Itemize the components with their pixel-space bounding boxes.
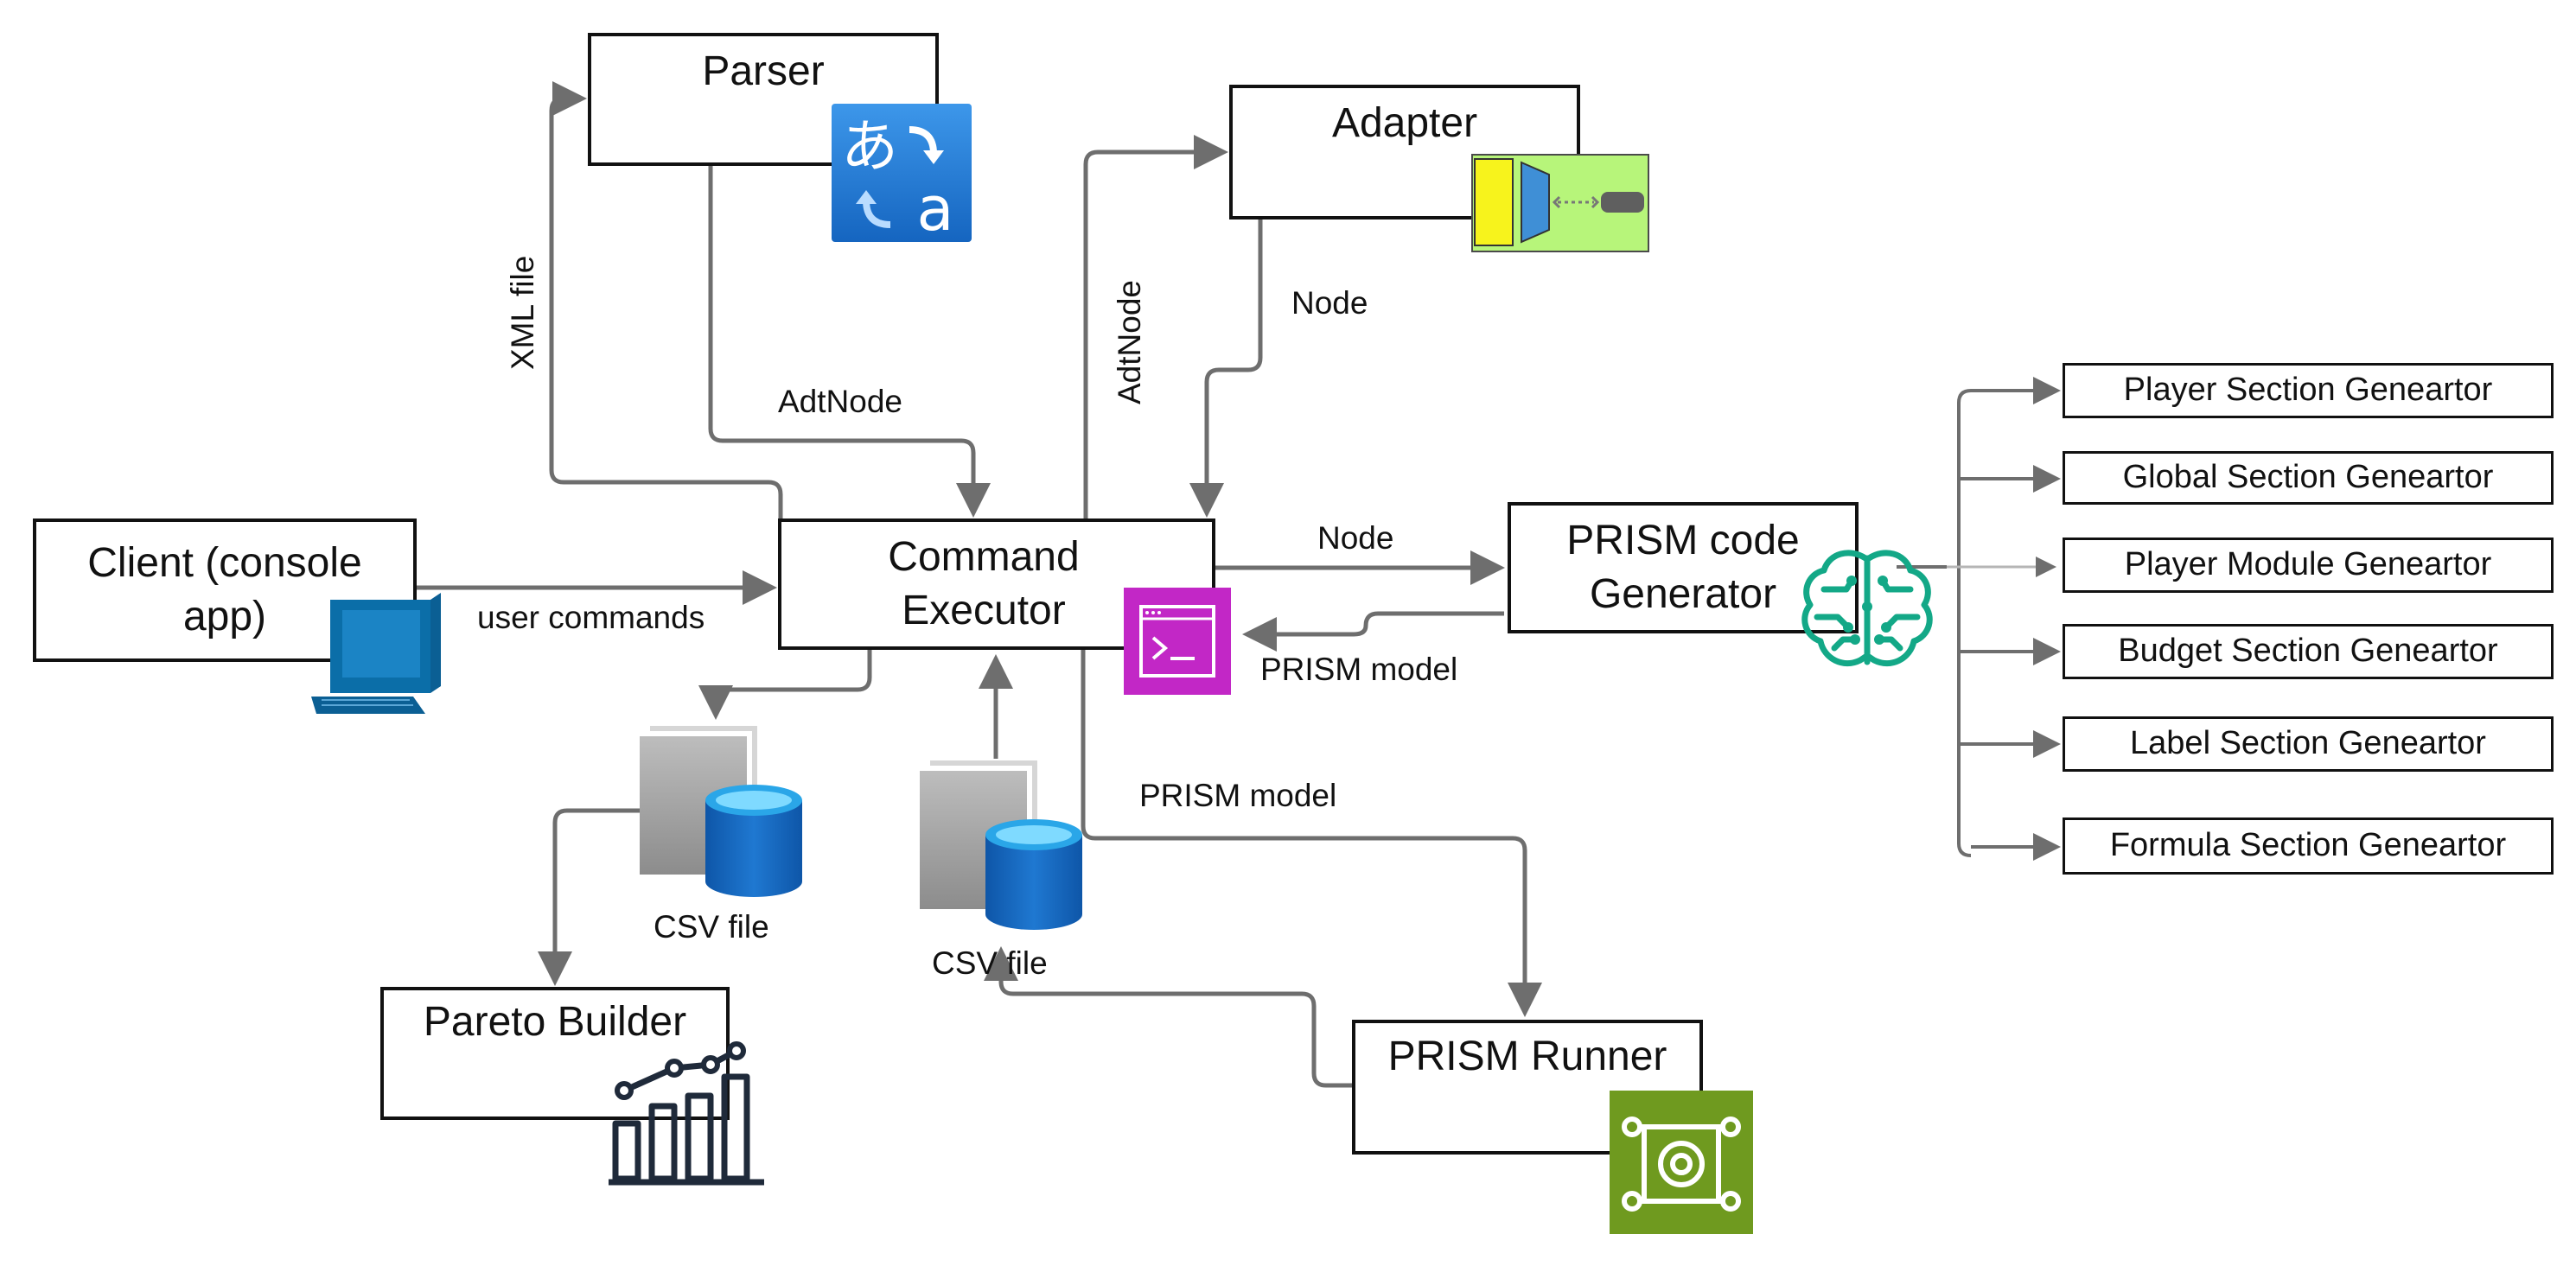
player-module-generator-label: Player Module Geneartor xyxy=(2124,546,2492,583)
translate-icon: あ a xyxy=(832,104,972,242)
formula-section-generator-box: Formula Section Geneartor xyxy=(2063,817,2554,875)
edge-fanout-top-bend xyxy=(1957,389,1972,404)
budget-section-generator-box: Budget Section Geneartor xyxy=(2063,624,2554,679)
prism-code-generator-box: PRISM code Generator xyxy=(1508,502,1859,633)
edge-adtnode-adapter xyxy=(1083,135,1228,518)
adapter-label: Adapter xyxy=(1331,100,1478,146)
terminal-icon xyxy=(1124,588,1231,695)
user-commands-label: user commands xyxy=(477,600,705,635)
edge-prism-model-runner xyxy=(1081,648,1542,1017)
brain-icon xyxy=(1801,550,1933,667)
command-executor-label: Command Executor xyxy=(888,533,1080,633)
edge-runner-to-csv xyxy=(984,946,1354,1088)
bar-chart-icon xyxy=(609,1041,764,1186)
client-label: Client (console app) xyxy=(87,539,362,639)
global-section-generator-label: Global Section Geneartor xyxy=(2122,459,2494,496)
csv-file-left-label: CSV file xyxy=(654,909,769,945)
prism-code-generator-label: PRISM code Generator xyxy=(1566,517,1800,617)
command-executor-box: Command Executor xyxy=(778,518,1215,650)
client-box: Client (console app) xyxy=(33,518,417,662)
file-database-icon xyxy=(640,726,802,897)
adtnode-adapter-label: AdtNode xyxy=(1112,280,1147,404)
formula-section-generator-label: Formula Section Geneartor xyxy=(2109,827,2507,864)
edge-executor-to-csv-left xyxy=(698,648,872,720)
pareto-builder-label: Pareto Builder xyxy=(423,999,687,1045)
budget-section-generator-label: Budget Section Geneartor xyxy=(2118,633,2498,670)
runner-icon xyxy=(1610,1091,1753,1234)
prism-runner-label: PRISM Runner xyxy=(1387,1034,1667,1079)
edge-fanout-trunk xyxy=(1897,403,1972,857)
svg-text:あ: あ xyxy=(841,113,898,180)
node-generator-label: Node xyxy=(1317,520,1394,556)
player-section-generator-box: Player Section Geneartor xyxy=(2063,363,2554,418)
label-section-generator-box: Label Section Geneartor xyxy=(2063,716,2554,772)
prism-model-generator-label: PRISM model xyxy=(1260,652,1458,687)
prism-model-runner-label: PRISM model xyxy=(1139,778,1337,813)
parser-label: Parser xyxy=(702,48,825,94)
edge-node-adapter xyxy=(1189,218,1263,518)
global-section-generator-box: Global Section Geneartor xyxy=(2063,451,2554,505)
monitor-icon xyxy=(311,593,441,714)
player-module-generator-box: Player Module Geneartor xyxy=(2063,538,2554,593)
edge-adtnode-parser xyxy=(708,164,991,518)
csv-file-right-label: CSV file xyxy=(932,945,1048,981)
edge-csv-to-pareto xyxy=(538,808,640,986)
adapter-icon xyxy=(1471,154,1649,252)
player-section-generator-label: Player Section Geneartor xyxy=(2123,372,2493,409)
label-section-generator-label: Label Section Geneartor xyxy=(2130,725,2486,762)
adtnode-parser-label: AdtNode xyxy=(778,384,902,419)
xml-file-label: XML file xyxy=(505,255,540,370)
node-adapter-label: Node xyxy=(1291,285,1368,321)
file-database-icon xyxy=(920,760,1082,930)
edge-prism-model-generator xyxy=(1242,611,1504,652)
svg-text:a: a xyxy=(917,174,954,242)
edge-xml-file xyxy=(549,81,783,518)
